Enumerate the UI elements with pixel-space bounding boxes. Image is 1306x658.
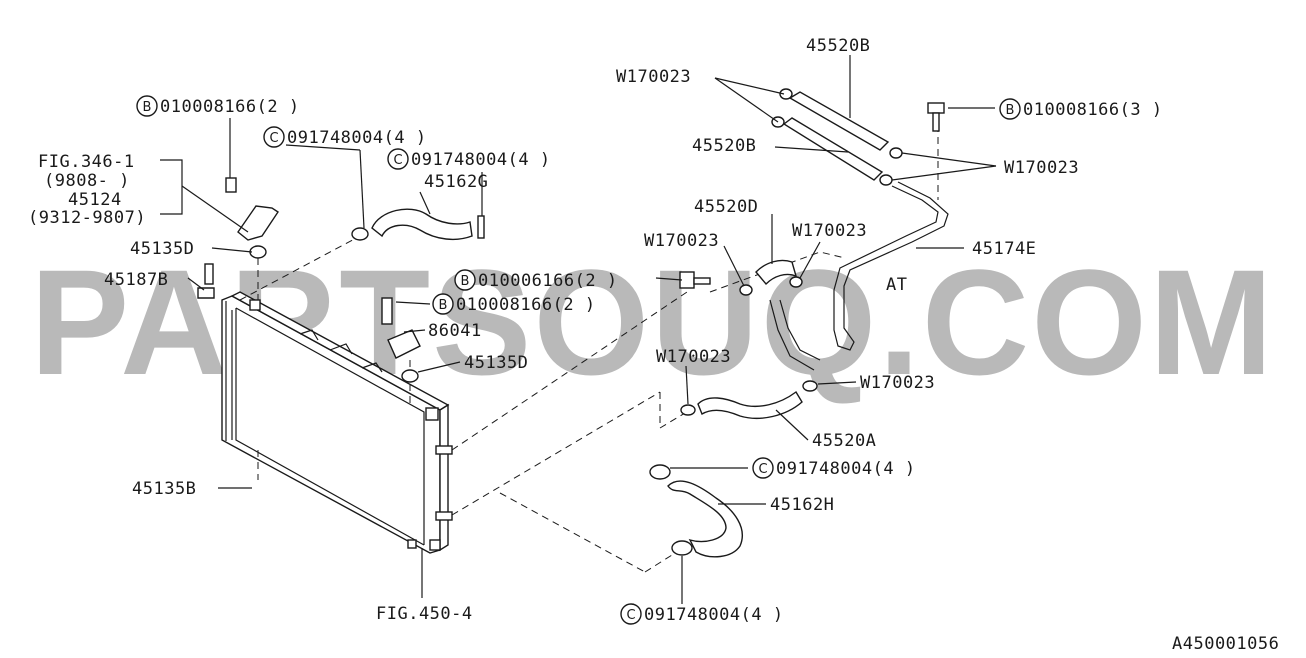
b-letter-top: B [143, 100, 152, 115]
c-letter-3: C [758, 462, 767, 477]
label-c3: 091748004(4 ) [776, 459, 916, 479]
c-circle-4 [620, 603, 642, 625]
bracket-45124 [197, 177, 279, 299]
b-letter-mid: B [439, 298, 448, 313]
label-45520b-top: 45520B [806, 36, 870, 56]
b-letter-right: B [1006, 103, 1015, 118]
b-circle-006166 [454, 269, 476, 291]
watermark: PARTSOUQ.COM [30, 238, 1275, 406]
pipe-45174e [769, 181, 949, 371]
label-45162g: 45162G [424, 172, 488, 192]
figure-id: A450001056 [1172, 634, 1279, 653]
hose-45520a [680, 380, 818, 419]
c-circle-2 [387, 148, 409, 170]
label-fig450: FIG.450-4 [376, 604, 473, 624]
label-45124: 45124 [68, 190, 122, 210]
circled-letters: B C C B B B C C [136, 95, 1021, 625]
label-w-right: W170023 [1004, 158, 1079, 178]
b-circle-right [999, 98, 1021, 120]
label-b-right: 010008166(3 ) [1023, 100, 1163, 120]
label-fig346: FIG.346-1 [38, 152, 135, 172]
label-b-mid: 010008166(2 ) [456, 295, 596, 315]
bracket-86041 [381, 297, 421, 383]
b-circle-mid [432, 293, 454, 315]
hose-45520d [739, 259, 803, 296]
bolt-right [927, 102, 945, 132]
leader-lines [160, 55, 997, 604]
radiator [221, 291, 453, 554]
label-b-006166: 010006166(2 ) [478, 271, 618, 291]
label-at: AT [886, 275, 907, 295]
label-b-top: 010008166(2 ) [160, 97, 300, 117]
label-w-mid-l: W170023 [644, 231, 719, 251]
label-45187b: 45187B [104, 270, 168, 290]
label-45135d-a: 45135D [130, 239, 194, 259]
label-45135b: 45135B [132, 479, 196, 499]
c-circle-3 [752, 457, 774, 479]
label-45520b-mid: 45520B [692, 136, 756, 156]
label-86041: 86041 [428, 321, 482, 341]
label-45162h: 45162H [770, 495, 834, 515]
label-45520a: 45520A [812, 431, 876, 451]
label-w-top: W170023 [616, 67, 691, 87]
label-r9312: (9312-9807) [28, 208, 146, 228]
c-letter-1: C [269, 131, 278, 146]
hose-45162g [351, 208, 485, 241]
b-circle-top [136, 95, 158, 117]
label-c4: 091748004(4 ) [644, 605, 784, 625]
dashed-leaders [239, 125, 939, 573]
hoses-45520b [771, 88, 903, 186]
c-letter-2: C [393, 153, 402, 168]
label-r9808: (9808- ) [44, 171, 130, 191]
label-c2: 091748004(4 ) [411, 150, 551, 170]
label-45520d: 45520D [694, 197, 758, 217]
label-w-lower-r: W170023 [860, 373, 935, 393]
c-letter-4: C [626, 608, 635, 623]
part-labels: 010008166(2 ) 091748004(4 ) 091748004(4 … [28, 36, 1279, 654]
b-letter-006166: B [461, 274, 470, 289]
label-w-mid-r: W170023 [792, 221, 867, 241]
label-w-lower: W170023 [656, 347, 731, 367]
label-45174e: 45174E [972, 239, 1036, 259]
label-c1: 091748004(4 ) [287, 128, 427, 148]
label-45135d-b: 45135D [464, 353, 528, 373]
hose-45162h [649, 464, 743, 558]
c-circle-1 [263, 126, 285, 148]
